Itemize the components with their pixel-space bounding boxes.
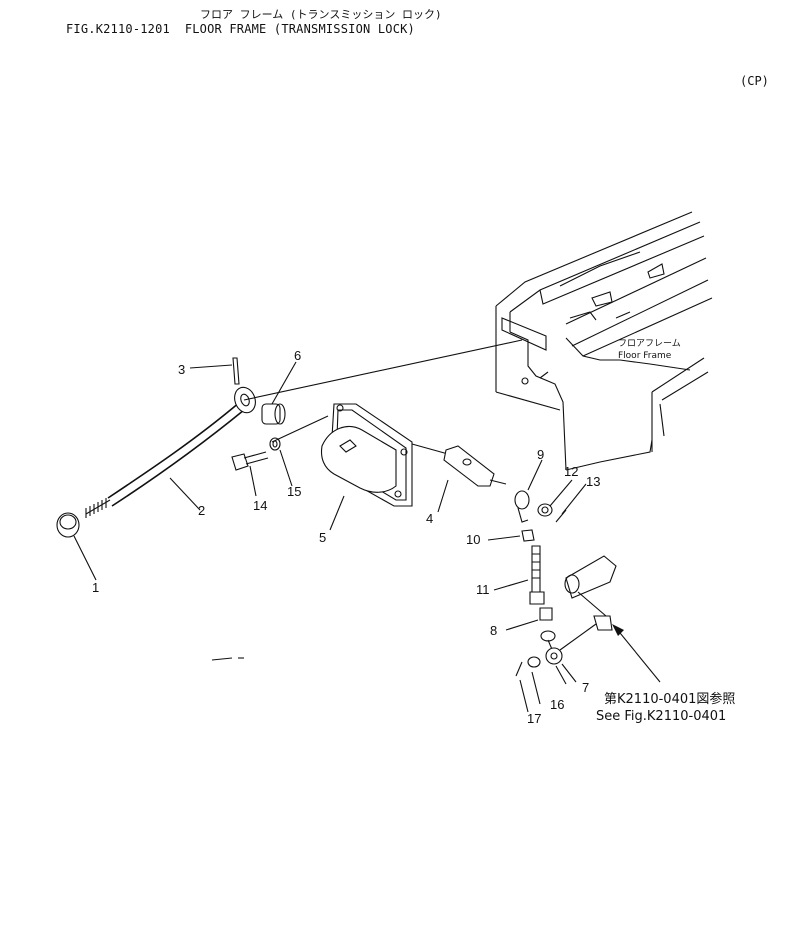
- part-label-1: 1: [92, 580, 99, 595]
- corner-code: (CP): [740, 74, 769, 88]
- part-label-8: 8: [490, 623, 497, 638]
- figure-heading: FIG.K2110-1201 FLOOR FRAME (TRANSMISSION…: [66, 22, 415, 36]
- part-label-17: 17: [527, 711, 541, 726]
- part-label-4: 4: [426, 511, 433, 526]
- part-label-12: 12: [564, 464, 578, 479]
- part-label-15: 15: [287, 484, 301, 499]
- part-label-2: 2: [198, 503, 205, 518]
- part-labels: 1 2 3 4 5 6 7 8 9 10 11 12 13 14 15 16 1…: [92, 348, 600, 726]
- part-label-5: 5: [319, 530, 326, 545]
- japanese-title: フロア フレーム (トランスミッション ロック): [200, 8, 442, 21]
- part-label-7: 7: [582, 680, 589, 695]
- part-label-11: 11: [476, 582, 490, 597]
- floor-frame-label-jp: フロアフレーム: [618, 338, 681, 349]
- part-label-14: 14: [253, 498, 267, 513]
- part-label-3: 3: [178, 362, 185, 377]
- part-label-13: 13: [586, 474, 600, 489]
- lock-shaft: [411, 443, 507, 487]
- shift-lever: [56, 357, 286, 538]
- part-label-16: 16: [550, 697, 564, 712]
- reference-note-en: See Fig.K2110-0401: [596, 709, 726, 724]
- reference-note-jp: 第K2110-0401図参照: [604, 691, 735, 707]
- part-label-9: 9: [537, 447, 544, 462]
- part-label-6: 6: [294, 348, 301, 363]
- figure-number: FIG.K2110-1201: [66, 22, 170, 36]
- linkage-hardware: [514, 490, 617, 677]
- leader-lines: [73, 339, 661, 713]
- lock-bracket: [320, 403, 413, 507]
- part-label-10: 10: [466, 532, 480, 547]
- floor-frame-label-en: Floor Frame: [618, 351, 672, 361]
- floor-frame: フロアフレーム Floor Frame: [495, 211, 713, 471]
- figure-title: FLOOR FRAME (TRANSMISSION LOCK): [184, 22, 415, 36]
